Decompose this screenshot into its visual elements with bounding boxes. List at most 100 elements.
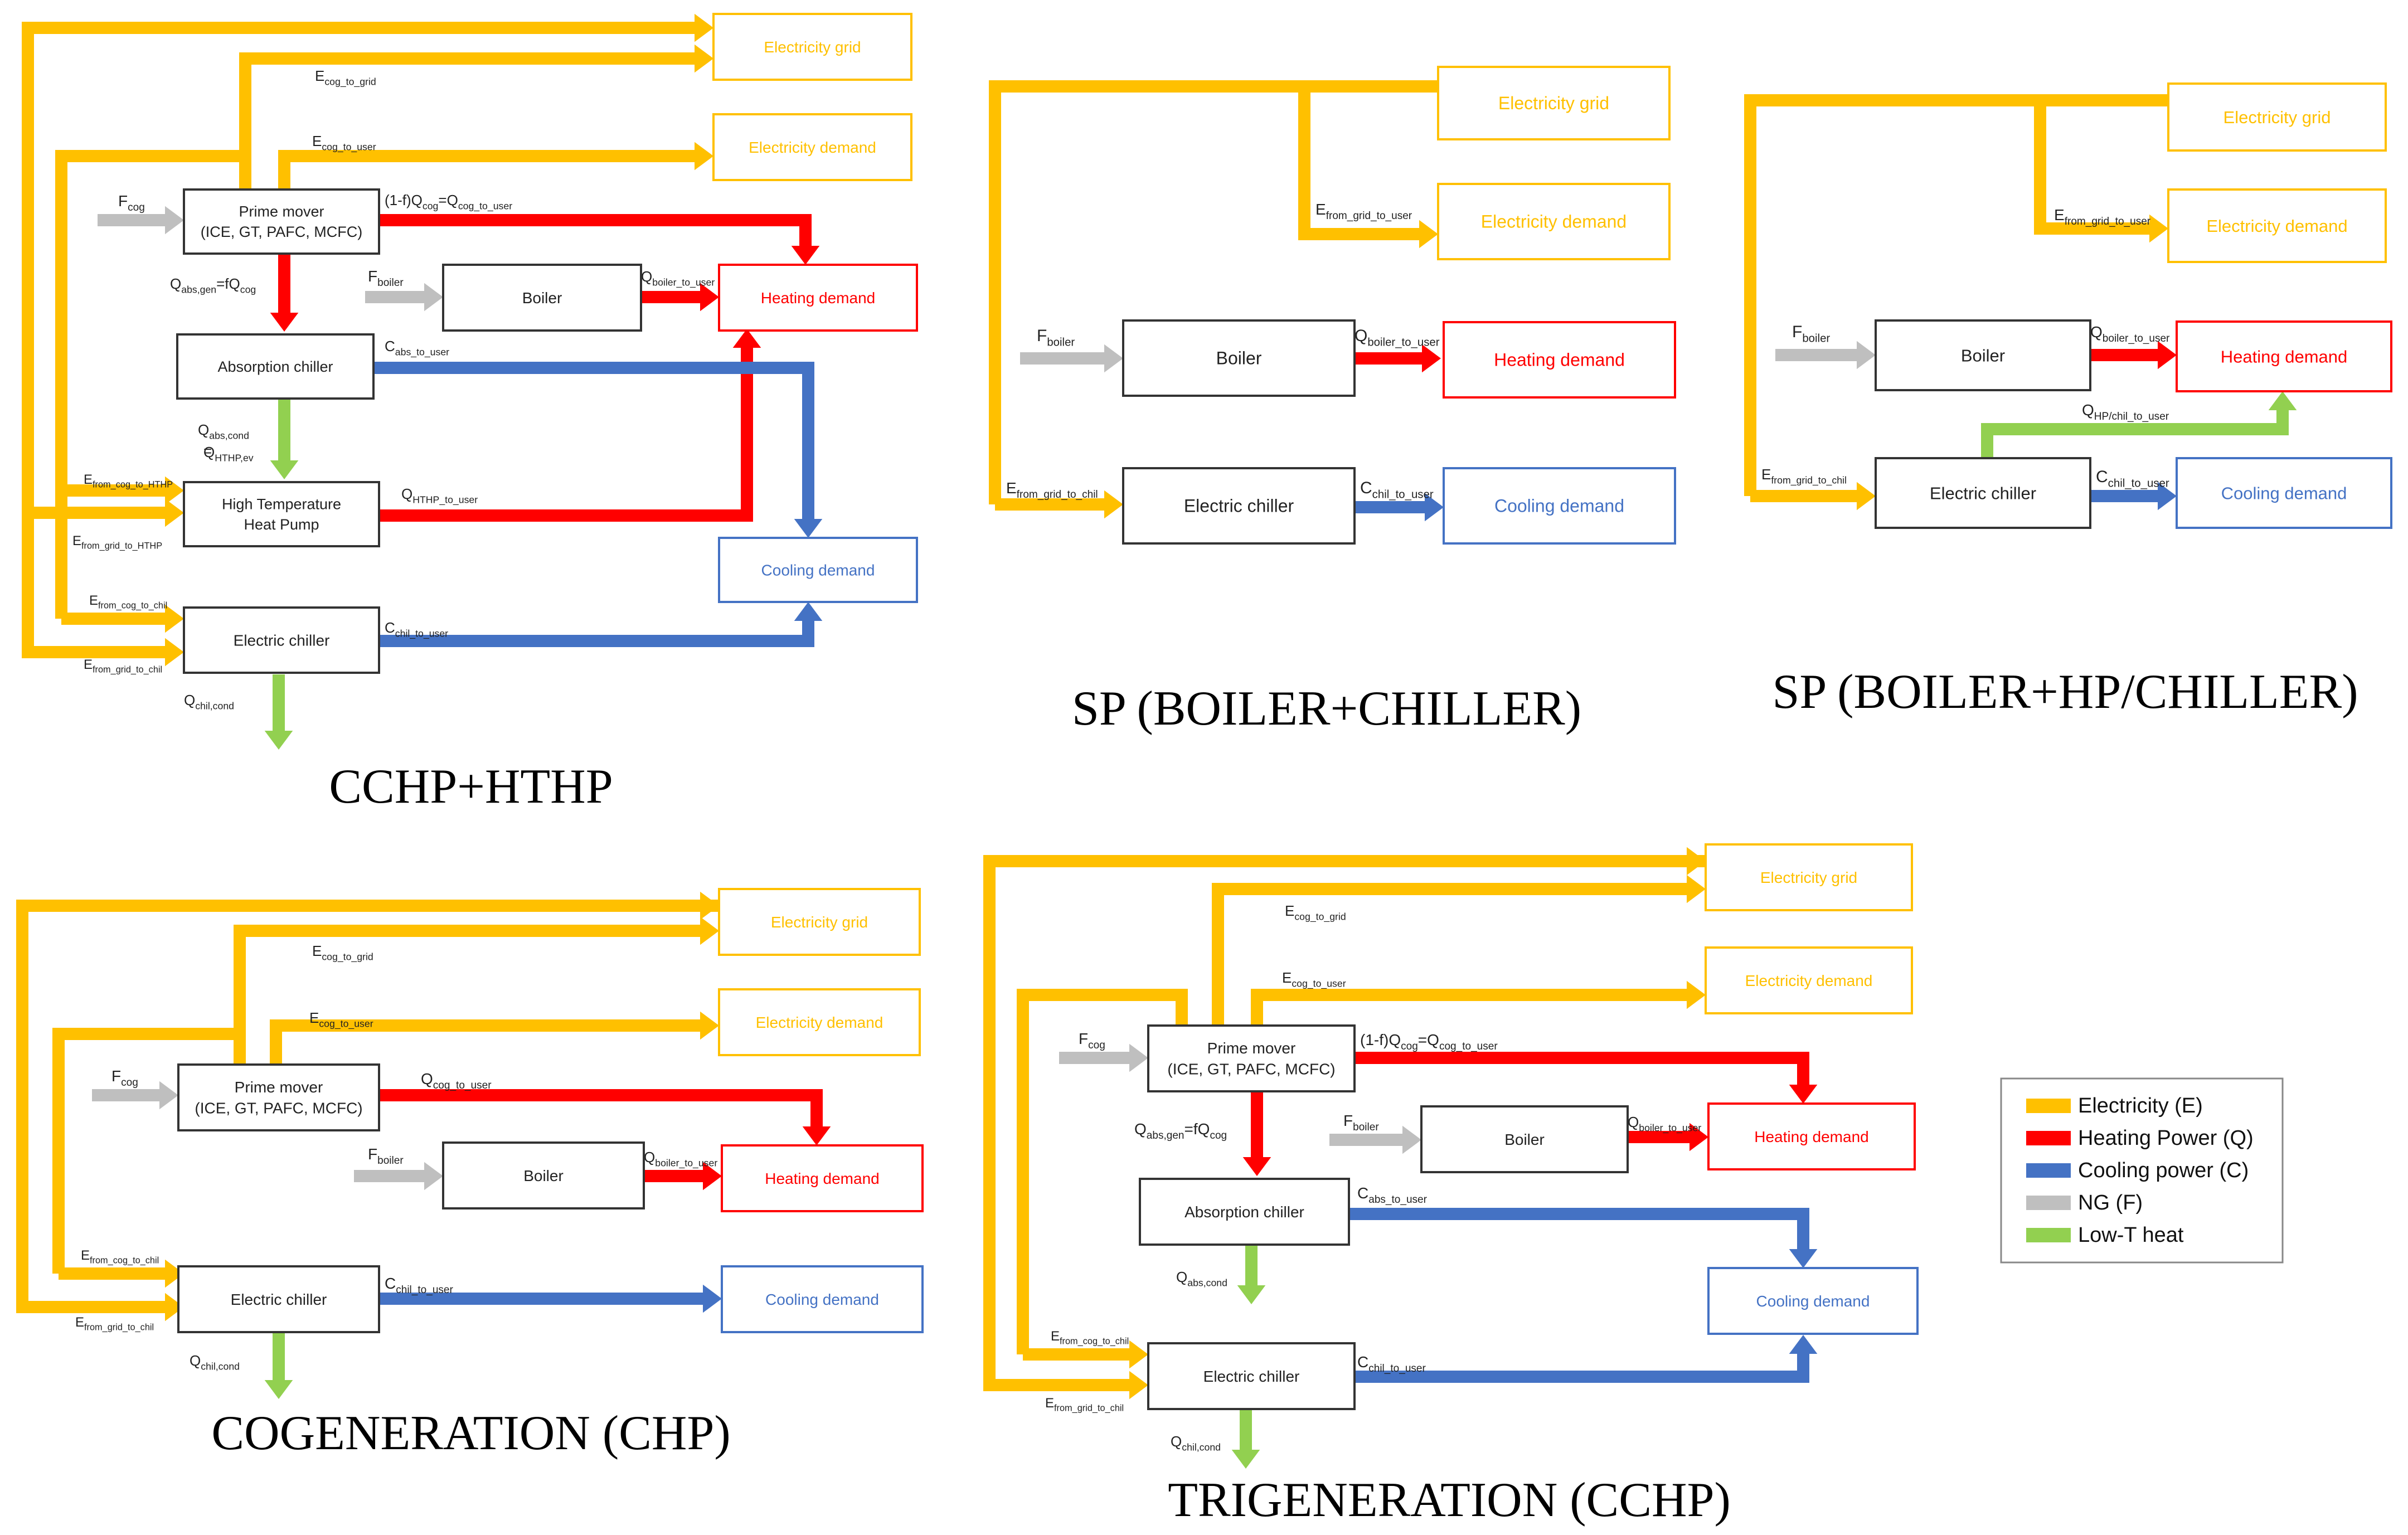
p5-label-e-cog-chil: Efrom_cog_to_chil​ xyxy=(1051,1329,1129,1347)
p2-cooling-demand-text-1: Cooling demand xyxy=(1494,496,1624,516)
p3-boiler-heat xyxy=(2090,341,2177,370)
p3-cooling-demand: Cooling demand xyxy=(2176,457,2392,529)
p3-grid-to-user xyxy=(2034,100,2168,243)
caption-cchp-hthp: CCHP+HTHP xyxy=(329,760,613,814)
caption-sp-boiler-hp-chiller: SP (BOILER+HP/CHILLER) xyxy=(1772,665,2358,719)
legend-label: Cooling power (C) xyxy=(2078,1159,2249,1182)
p5-cog-to-user xyxy=(1251,980,1706,1026)
p2-label-e-grid-user: Efrom_grid_to_user​ xyxy=(1315,201,1412,222)
p3-label-f-boiler: Fboiler​ xyxy=(1792,323,1830,344)
p1-heating-demand-text-1: Heating demand xyxy=(761,289,875,307)
p5-electricity-grid: Electricity grid xyxy=(1705,843,1913,911)
p5-abs-cool xyxy=(1349,1208,1818,1268)
legend-item: NG (F) xyxy=(2026,1191,2143,1215)
p2-chil-cool xyxy=(1355,493,1444,522)
p4-electricity-demand-text-1: Electricity demand xyxy=(756,1014,883,1031)
p5-label-c-abs: Cabs_to_user​ xyxy=(1357,1184,1428,1206)
p4-cooling-demand: Cooling demand xyxy=(721,1265,924,1333)
p4-label-f-boiler: Fboiler​ xyxy=(368,1145,404,1167)
p4-label-e-cog-to-user: Ecog_to_user​ xyxy=(309,1009,373,1029)
p1-prime-mover: Prime mover(ICE, GT, PAFC, MCFC) xyxy=(183,188,380,255)
p4-heating-demand: Heating demand xyxy=(721,1144,924,1212)
p4-label-c-chil: Cchil_to_user​ xyxy=(385,1275,454,1296)
p1-boiler-heat xyxy=(641,283,719,312)
p2-grid-loop xyxy=(989,80,1438,504)
p5-abs-gen xyxy=(1242,1090,1271,1176)
p4-electric-chiller-text-1: Electric chiller xyxy=(231,1291,327,1308)
p4-electricity-grid-text-1: Electricity grid xyxy=(771,914,868,931)
p5-label-q-chil-cond: Qchil,cond​ xyxy=(1171,1433,1221,1453)
p4-heating-demand-text-1: Heating demand xyxy=(765,1170,879,1187)
p5-prime-mover-text-2: (ICE, GT, PAFC, MCFC) xyxy=(1167,1061,1335,1078)
p3-boiler: Boiler xyxy=(1875,319,2091,391)
legend-swatch xyxy=(2026,1196,2071,1210)
p5-label-f-boiler: Fboiler​ xyxy=(1343,1112,1379,1133)
p4-boiler-heat xyxy=(644,1162,722,1191)
p4-electricity-demand: Electricity demand xyxy=(718,988,921,1056)
p1-cog-heat xyxy=(379,214,820,265)
p1-label-q-abs-cond: Qabs,cond​ xyxy=(198,421,249,441)
p4-cog-to-chiller xyxy=(59,1259,184,1288)
p5-electric-chiller: Electric chiller xyxy=(1147,1342,1356,1410)
p1-label-q-abs-gen: Qabs,gen​=fQcog​ xyxy=(170,275,256,295)
p1-label-f-cog: Fcog​ xyxy=(118,192,145,213)
p1-cog-to-user xyxy=(278,142,713,190)
p3-label-c-chil: Cchil_to_user​ xyxy=(2096,468,2169,489)
p2-electricity-demand: Electricity demand xyxy=(1437,183,1671,260)
p2-electricity-demand-text-1: Electricity demand xyxy=(1481,212,1627,232)
p5-electric-chiller-text-1: Electric chiller xyxy=(1203,1368,1300,1385)
p1-label-q-chil-cond: Qchil,cond​ xyxy=(184,692,234,711)
p3-electricity-grid: Electricity grid xyxy=(2167,82,2387,152)
caption-sp-boiler-chiller: SP (BOILER+CHILLER) xyxy=(1072,682,1581,736)
p5-boiler-text-1: Boiler xyxy=(1504,1131,1545,1148)
flow-labels: Ecog_to_grid​Ecog_to_user​Fcog​(1-f)Qcog… xyxy=(72,67,2170,1453)
caption-cogeneration: COGENERATION (CHP) xyxy=(211,1406,730,1460)
p1-cog-to-grid xyxy=(239,44,713,190)
p5-label-f-cog: Fcog​ xyxy=(1079,1030,1105,1051)
p4-electricity-grid: Electricity grid xyxy=(718,888,921,956)
p1-prime-mover-text-1: Prime mover xyxy=(239,203,324,220)
legend-item: Electricity (E) xyxy=(2026,1094,2203,1118)
p5-f-cog xyxy=(1059,1043,1148,1072)
p2-label-q-boiler: Qboiler_to_user​ xyxy=(1355,327,1440,348)
p2-boiler-text-1: Boiler xyxy=(1216,348,1262,368)
p5-label-e-cog-to-user: Ecog_to_user​ xyxy=(1282,969,1346,989)
p2-label-e-grid-chil: Efrom_grid_to_chil​ xyxy=(1006,479,1098,501)
p5-prime-mover-text-1: Prime mover xyxy=(1207,1039,1296,1057)
legend-item: Cooling power (C) xyxy=(2026,1159,2249,1182)
p4-label-q-chil-cond: Qchil,cond​ xyxy=(190,1352,240,1372)
p1-heating-demand: Heating demand xyxy=(718,264,918,332)
p1-label-q-boiler: Qboiler_to_user​ xyxy=(641,268,715,288)
panel-captions: CCHP+HTHP SP (BOILER+CHILLER) SP (BOILER+H… xyxy=(211,665,2358,1527)
p1-cooling-demand-text-1: Cooling demand xyxy=(761,561,875,579)
p4-label-q-boiler: Qboiler_to_user​ xyxy=(644,1149,717,1169)
p5-grid-top xyxy=(989,847,1706,876)
legend-label: Heating Power (Q) xyxy=(2078,1126,2254,1150)
legend: Electricity (E) Heating Power (Q) Cooling … xyxy=(2000,1077,2284,1264)
p3-label-e-grid-user: Efrom_grid_to_user​ xyxy=(2054,206,2151,227)
p4-f-cog xyxy=(92,1081,178,1110)
p1-electricity-demand: Electricity demand xyxy=(712,113,912,181)
p2-heating-demand-text-1: Heating demand xyxy=(1494,350,1625,370)
p1-cog-to-chiller xyxy=(61,604,184,633)
p1-label-e-cog-hthp: Efrom_cog_to_HTHP​ xyxy=(84,472,173,490)
p5-cog-loop xyxy=(1017,989,1188,1354)
p2-f-boiler xyxy=(1020,344,1123,373)
legend-box: Electricity (E) Heating Power (Q) Cooling … xyxy=(2000,1077,2284,1264)
p2-label-f-boiler: Fboiler​ xyxy=(1037,327,1075,348)
p3-electricity-grid-text-1: Electricity grid xyxy=(2223,108,2331,127)
p5-label-q-boiler: Qboiler_to_user​ xyxy=(1628,1114,1701,1134)
p2-boiler: Boiler xyxy=(1122,319,1356,397)
p3-grid-to-chiller xyxy=(1750,482,1876,511)
p1-boiler: Boiler xyxy=(442,264,642,332)
p4-boiler-text-1: Boiler xyxy=(523,1167,564,1184)
p1-label-e-grid-hthp: Efrom_grid_to_HTHP​ xyxy=(72,533,162,551)
p5-label-e-grid-chil: Efrom_grid_to_chil​ xyxy=(1045,1396,1124,1413)
p5-prime-mover: Prime mover (ICE, GT, PAFC, MCFC) xyxy=(1147,1024,1356,1092)
p2-heating-demand: Heating demand xyxy=(1443,321,1676,399)
p5-label-q-abs-cond: Qabs,cond​ xyxy=(1176,1269,1227,1288)
p3-electricity-demand: Electricity demand xyxy=(2167,188,2387,263)
p1-label-e-cog-to-grid: Ecog_to_grid​ xyxy=(315,67,376,88)
